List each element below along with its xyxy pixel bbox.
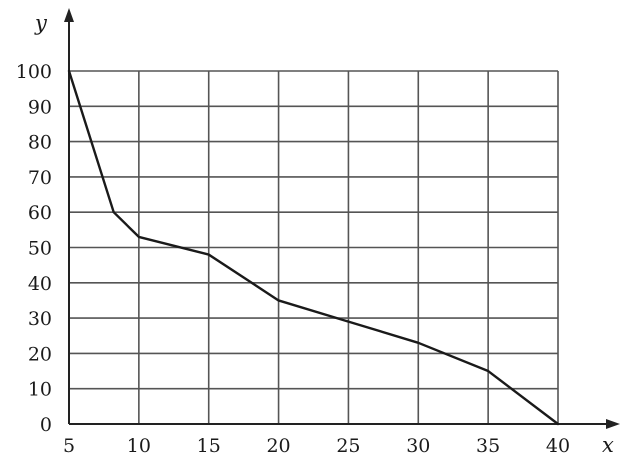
y-tick-label: 0 xyxy=(40,414,52,436)
y-axis-arrow-icon xyxy=(64,8,74,22)
y-tick-label: 10 xyxy=(28,379,52,401)
grid xyxy=(68,70,559,425)
x-axis-arrow-icon xyxy=(606,419,620,429)
x-tick-label: 35 xyxy=(476,435,500,457)
y-tick-label: 90 xyxy=(28,96,52,118)
series-line xyxy=(67,69,560,426)
series xyxy=(67,69,560,426)
y-tick-label: 20 xyxy=(28,343,52,365)
y-tick-label: 60 xyxy=(28,202,52,224)
x-tick-label: 25 xyxy=(336,435,360,457)
x-tick-label: 5 xyxy=(63,435,75,457)
x-tick-label: 20 xyxy=(266,435,290,457)
x-tick-label: 30 xyxy=(406,435,430,457)
y-tick-label: 40 xyxy=(28,273,52,295)
tick-labels: 5 10 15 20 25 30 35 40 0 10 20 30 40 50 60 70 80 90 100 xyxy=(16,61,570,457)
y-tick-label: 50 xyxy=(28,238,52,260)
x-tick-label: 40 xyxy=(546,435,570,457)
y-axis-label: y xyxy=(34,11,48,35)
x-axis-label: x xyxy=(602,433,614,457)
x-tick-label: 10 xyxy=(127,435,151,457)
y-tick-label: 80 xyxy=(28,132,52,154)
y-tick-label: 30 xyxy=(28,308,52,330)
x-tick-label: 15 xyxy=(197,435,221,457)
axes: x y xyxy=(34,8,620,457)
y-tick-label: 100 xyxy=(16,61,52,83)
y-tick-label: 70 xyxy=(28,167,52,189)
